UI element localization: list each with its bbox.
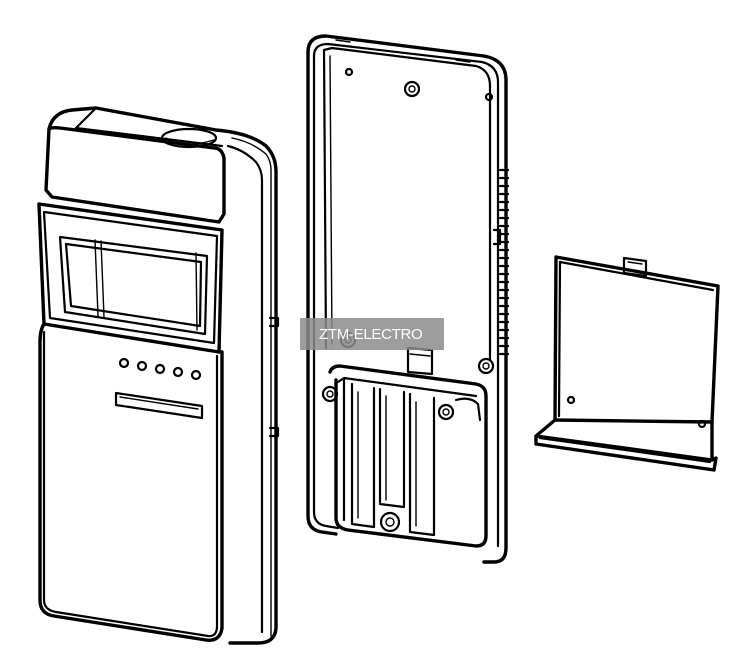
back-cover [306,34,510,564]
battery-door [534,255,720,472]
front-housing [37,106,280,645]
watermark-box [300,318,444,350]
watermark-text: ZTM-ELECTRO [319,326,422,343]
watermark: ZTM-ELECTRO [300,318,444,350]
